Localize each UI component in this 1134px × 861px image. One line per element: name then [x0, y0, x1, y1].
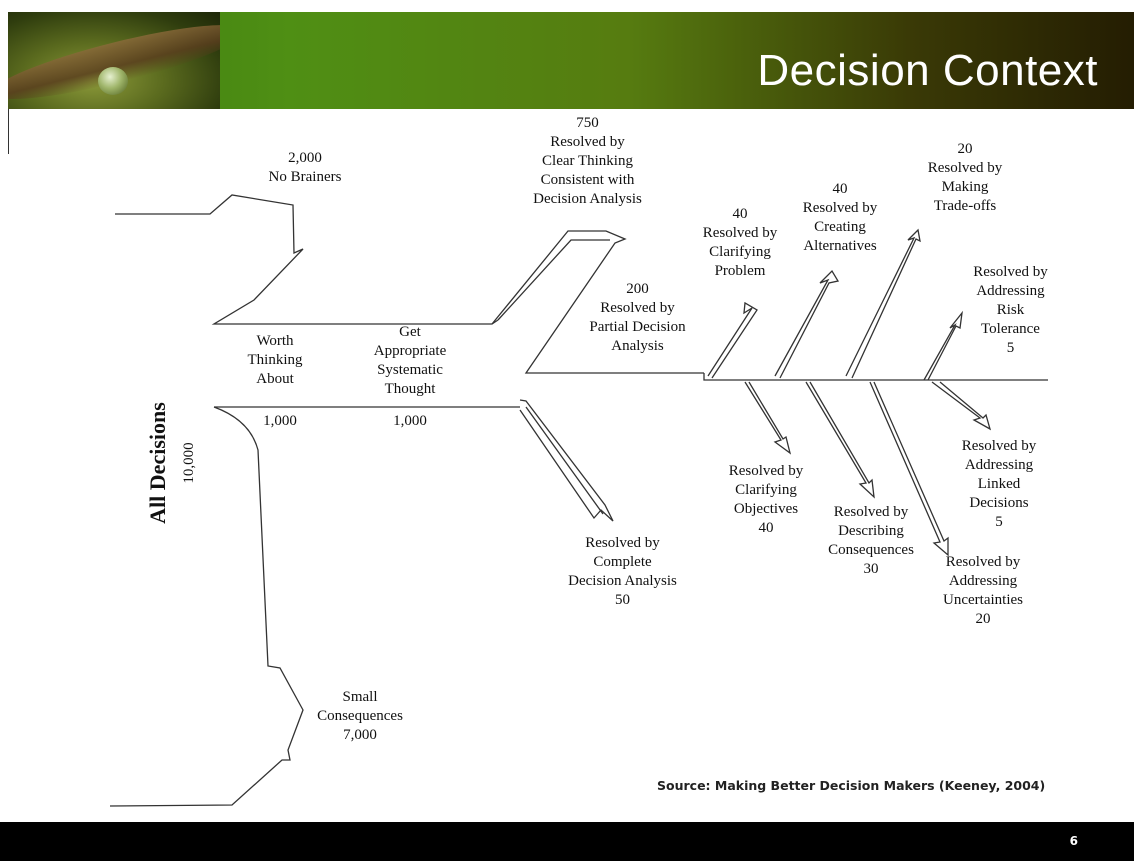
arrow-uncertainties	[869, 381, 949, 557]
arrow-risk-tolerance	[923, 310, 963, 381]
worth-thinking-count: 1,000	[263, 413, 297, 429]
line-partial-analysis	[703, 373, 1048, 381]
water-drop-image	[98, 67, 128, 95]
arrow-clarifying-objectives	[744, 381, 792, 455]
appropriate-thought-count: 1,000	[393, 413, 427, 429]
left-border-line	[8, 109, 9, 154]
arrow-clarifying-problem	[707, 301, 758, 379]
arrow-clear-thinking	[491, 230, 704, 374]
title-banner: Decision Context	[8, 12, 1134, 109]
arrow-creating-alternatives	[774, 269, 840, 379]
slide: Decision Context	[8, 12, 1134, 822]
all-decisions-count: 10,000	[181, 442, 197, 484]
arrow-small-consequences	[109, 406, 304, 807]
slide-title: Decision Context	[757, 46, 1098, 95]
banner-photo	[8, 12, 220, 109]
arrow-complete-analysis	[519, 399, 614, 522]
all-decisions-label: All Decisions	[145, 402, 170, 524]
arrow-trade-offs	[845, 228, 921, 379]
arrow-linked-decisions	[931, 381, 992, 431]
footer-bar	[0, 822, 1134, 861]
page-number: 6	[1069, 834, 1078, 848]
arrow-no-brainers	[115, 194, 499, 325]
source-citation: Source: Making Better Decision Makers (K…	[657, 778, 1046, 793]
arrow-describing-consequences	[805, 381, 875, 499]
